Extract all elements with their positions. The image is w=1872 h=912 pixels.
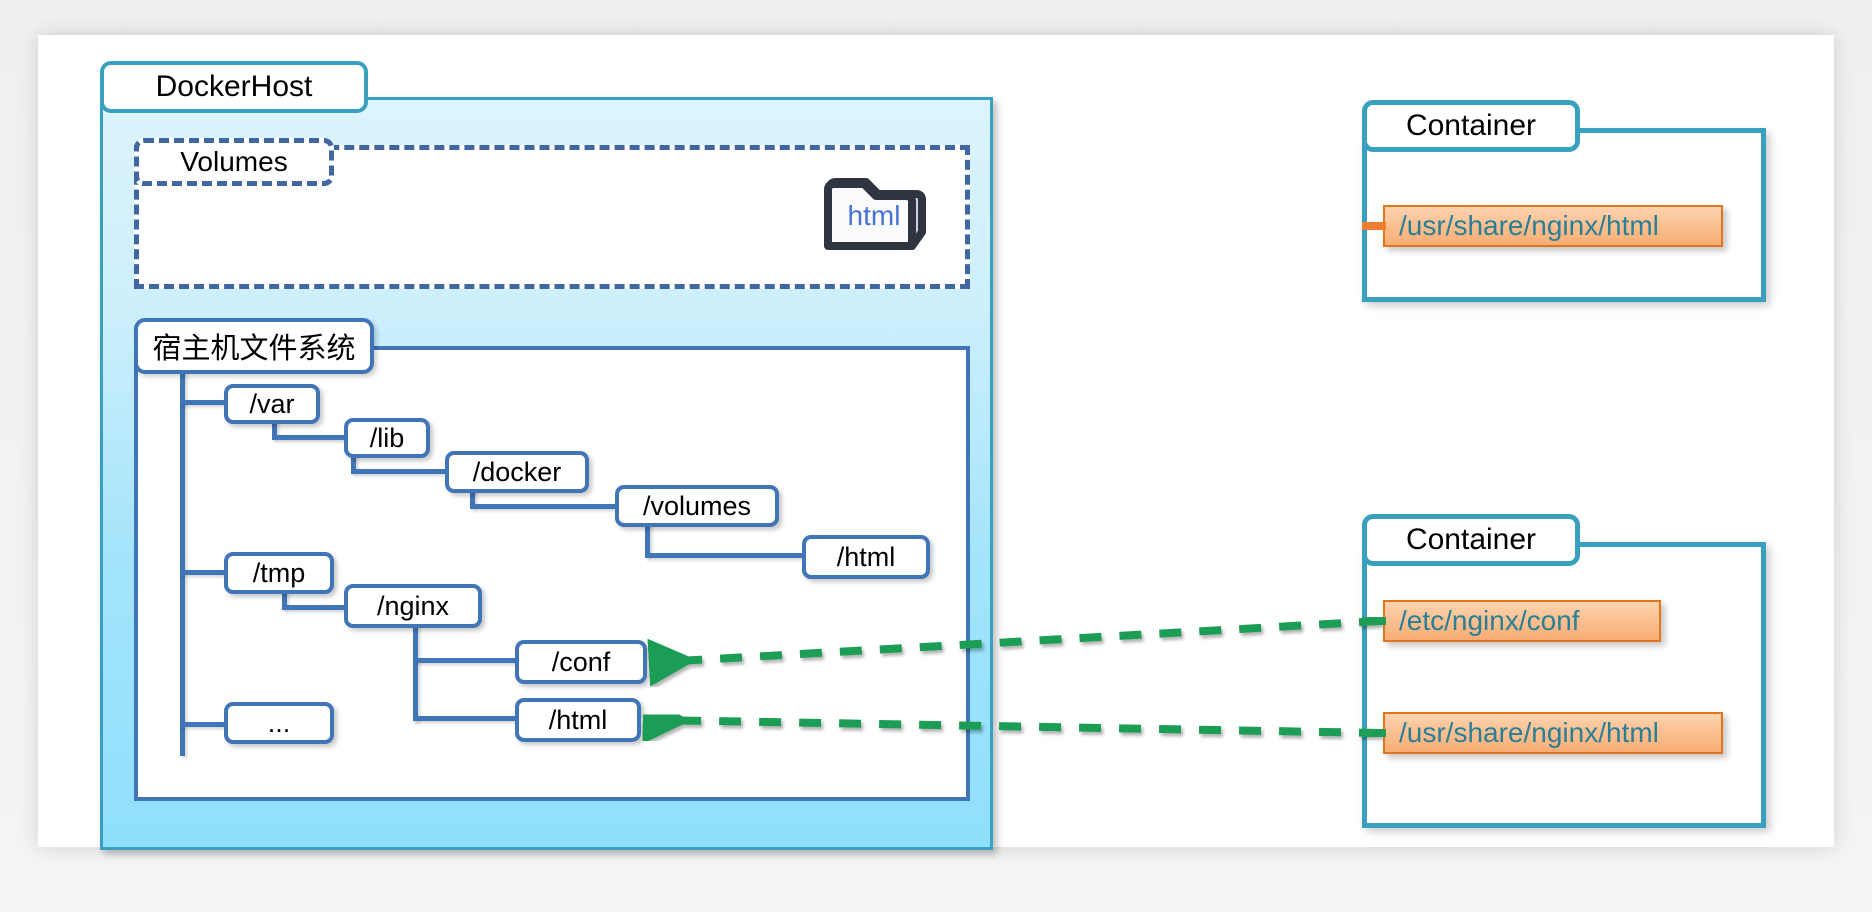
tree-connector — [413, 716, 518, 721]
container-top-path-chip[interactable]: /usr/share/nginx/html — [1383, 205, 1723, 247]
volume-folder-icon — [820, 176, 938, 252]
tree-connector — [413, 622, 418, 721]
tree-node-label: /html — [836, 541, 896, 572]
tree-connector — [645, 520, 650, 556]
tree-connector — [282, 605, 348, 610]
tree-connector — [413, 658, 518, 663]
tree-node-label: ... — [267, 707, 291, 738]
tree-node-label: /var — [249, 388, 295, 419]
host-filesystem-title: 宿主机文件系统 — [134, 318, 374, 374]
tree-node-var[interactable]: /var — [224, 384, 320, 424]
tree-connector — [645, 553, 806, 558]
tree-node-label: /conf — [551, 646, 611, 677]
tree-node-volumes-html[interactable]: /html — [802, 535, 930, 579]
tree-node-docker[interactable]: /docker — [445, 451, 589, 493]
tree-node-tmp[interactable]: /tmp — [224, 552, 334, 594]
tree-connector — [470, 504, 620, 509]
tree-connector — [180, 570, 228, 575]
container-bottom-title: Container — [1362, 514, 1580, 566]
tree-node-ellipsis[interactable]: ... — [224, 702, 334, 744]
tree-connector — [272, 435, 344, 440]
volumes-title: Volumes — [134, 138, 334, 186]
container-bottom-path-chip-conf[interactable]: /etc/nginx/conf — [1383, 600, 1661, 642]
tree-connector — [272, 418, 277, 438]
tree-node-lib[interactable]: /lib — [344, 418, 430, 458]
tree-connector — [180, 722, 228, 727]
tree-connector — [470, 485, 475, 507]
tree-node-label: /tmp — [252, 557, 306, 588]
tree-node-volumes[interactable]: /volumes — [615, 485, 779, 527]
tree-node-label: /volumes — [642, 490, 752, 521]
tree-connector — [180, 370, 185, 756]
tree-node-nginx[interactable]: /nginx — [344, 584, 482, 628]
tree-node-label: /nginx — [376, 590, 450, 621]
tree-node-nginx-html[interactable]: /html — [515, 698, 641, 742]
tree-node-label: /lib — [369, 422, 405, 453]
container-bottom-path-chip-html[interactable]: /usr/share/nginx/html — [1383, 712, 1723, 754]
tree-connector — [180, 400, 228, 405]
container-top-title: Container — [1362, 100, 1580, 152]
tree-connector — [351, 452, 356, 472]
tree-node-label: /html — [548, 704, 608, 735]
tree-node-label: /docker — [472, 456, 562, 487]
tree-connector — [282, 588, 287, 608]
dockerhost-title: DockerHost — [100, 61, 368, 113]
tree-node-conf[interactable]: /conf — [515, 640, 647, 684]
tree-connector — [351, 469, 445, 474]
container-bottom-region — [1362, 542, 1766, 828]
